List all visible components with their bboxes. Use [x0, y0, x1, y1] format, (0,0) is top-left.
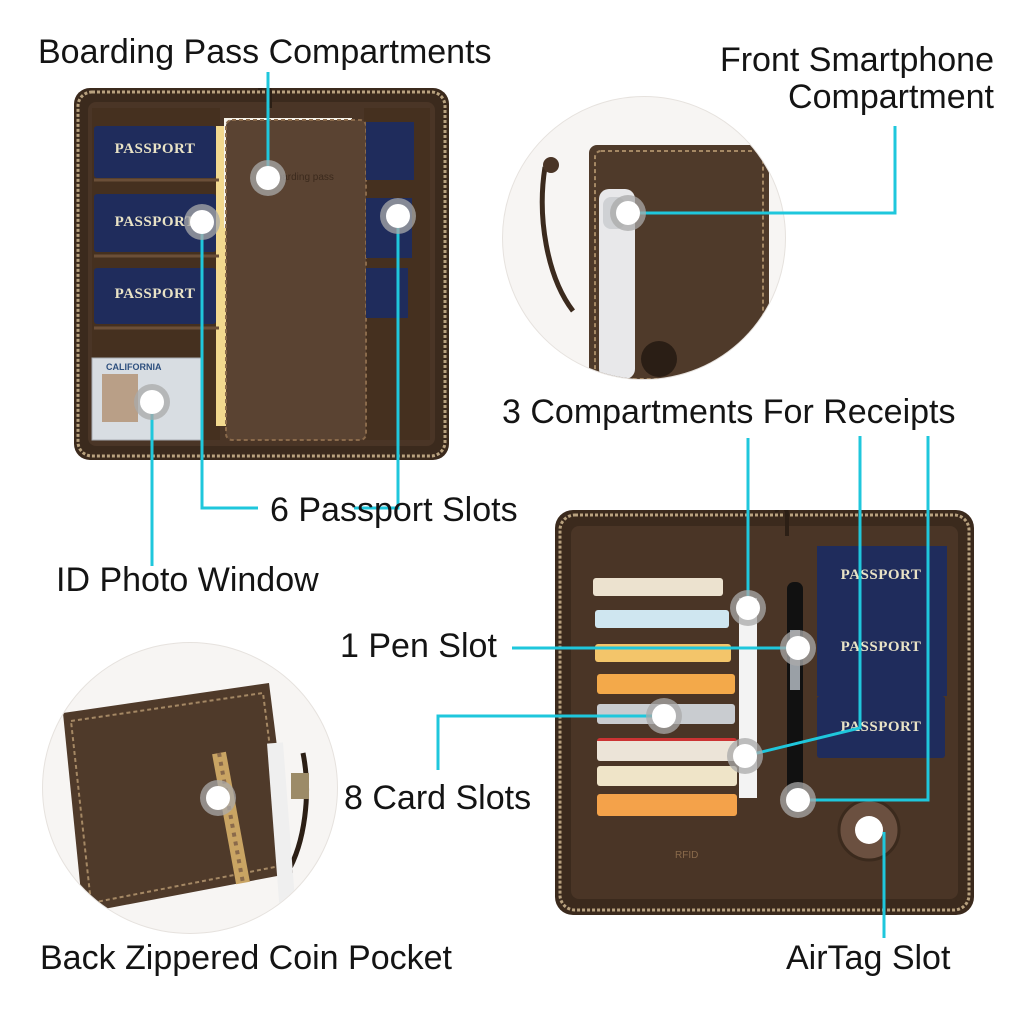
callout-dot-receipt-1: [736, 596, 760, 620]
callout-dot-pen-slot: [786, 636, 810, 660]
callout-dot-coin-pocket: [206, 786, 230, 810]
label-boarding-pass-compartments: Boarding Pass Compartments: [38, 33, 492, 71]
callout-dot-smartphone: [616, 201, 640, 225]
callout-dot-card-slots: [652, 704, 676, 728]
label-pen-slot: 1 Pen Slot: [340, 627, 497, 665]
photo-back-zippered-coin-pocket: [42, 642, 338, 934]
label-front-smartphone-line1: Front Smartphone: [719, 41, 994, 79]
label-front-smartphone-compartment: Front Smartphone Compartment: [720, 42, 994, 115]
card: [595, 610, 729, 628]
label-passport-slots: 6 Passport Slots: [270, 491, 518, 529]
label-card-slots: 8 Card Slots: [344, 779, 532, 817]
card: [597, 794, 737, 816]
card: [595, 644, 731, 662]
photo-open-organizer-bottom: PASSPORT PASSPORT PASSPORT RFID: [555, 504, 974, 915]
passport-cover: PASSPORT: [817, 620, 945, 674]
callout-dot-passport-right: [386, 204, 410, 228]
passport-cover: PASSPORT: [817, 550, 945, 600]
photo-open-organizer-top: PASSPORT PASSPORT PASSPORT CALIFORNIA Bo…: [74, 83, 449, 460]
callout-dot-receipt-3: [786, 788, 810, 812]
boarding-pass-imprint: Boarding pass: [270, 172, 334, 183]
card: [593, 578, 723, 596]
card: [597, 674, 735, 694]
callout-dot-passport-left: [190, 210, 214, 234]
photo-front-smartphone-compartment: [502, 96, 786, 380]
passport-cover: PASSPORT: [94, 268, 216, 324]
label-airtag-slot: AirTag Slot: [786, 939, 951, 977]
license-state: CALIFORNIA: [106, 362, 162, 372]
rfid-emboss: RFID: [675, 850, 699, 861]
label-front-smartphone-line2: Compartment: [788, 77, 994, 116]
passport-cover: PASSPORT: [817, 696, 945, 758]
passport-cover: PASSPORT: [94, 126, 216, 178]
callout-dot-boarding-pass: [256, 166, 280, 190]
label-receipt-compartments: 3 Compartments For Receipts: [502, 393, 956, 431]
label-back-zippered-coin-pocket: Back Zippered Coin Pocket: [40, 939, 452, 977]
callout-dot-id-window: [140, 390, 164, 414]
card: [597, 738, 737, 761]
label-id-photo-window: ID Photo Window: [56, 561, 319, 599]
callout-dot-receipt-2: [733, 744, 757, 768]
card: [597, 766, 737, 786]
